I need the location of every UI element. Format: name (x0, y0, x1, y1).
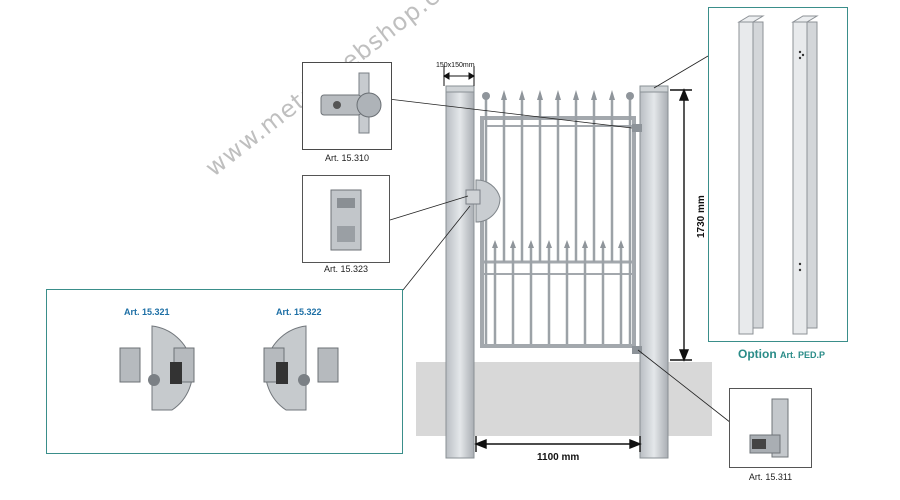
stop-right-label: Art. 15.322 (276, 307, 322, 317)
gate-width-dim (474, 436, 642, 452)
top-hinge (632, 124, 642, 132)
lock-bracket-caption: Art. 15.323 (323, 264, 369, 274)
option-posts-image (737, 15, 819, 335)
lock-bracket-box (302, 175, 390, 263)
spear-tips (482, 90, 634, 100)
stop-right-image (263, 325, 339, 411)
left-post (445, 85, 475, 459)
bottom-hinge (632, 346, 642, 354)
post-width-dim (443, 66, 475, 86)
hinge-top-box (302, 62, 392, 150)
post-section-label: 150x150mm (436, 62, 475, 69)
height-dim (670, 88, 692, 362)
gate-lower-bars (493, 246, 623, 344)
right-post (639, 85, 669, 459)
stop-left-label: Art. 15.321 (124, 307, 170, 317)
gate-stop-plate (465, 179, 501, 223)
lower-spear-tips (492, 240, 624, 248)
callout-lines (379, 55, 741, 431)
gate-height-label: 1730 mm (696, 195, 707, 238)
hinge-top-caption: Art. 15.310 (324, 153, 370, 163)
bottom-hinge-caption: Art. 15.311 (748, 472, 793, 482)
bottom-hinge-image (749, 398, 789, 458)
gate-top-bars (484, 96, 632, 344)
stops-panel (46, 289, 403, 454)
stop-left-image (119, 325, 195, 411)
option-label: Option Art. PED.P (738, 347, 825, 361)
hinge-top-image (320, 72, 382, 134)
gate-width-label: 1100 mm (537, 452, 580, 463)
bottom-hinge-box (729, 388, 812, 468)
option-panel (708, 7, 848, 342)
option-title: Option (738, 347, 777, 361)
option-article: Art. PED.P (780, 350, 826, 360)
lock-bracket-image (330, 189, 362, 251)
